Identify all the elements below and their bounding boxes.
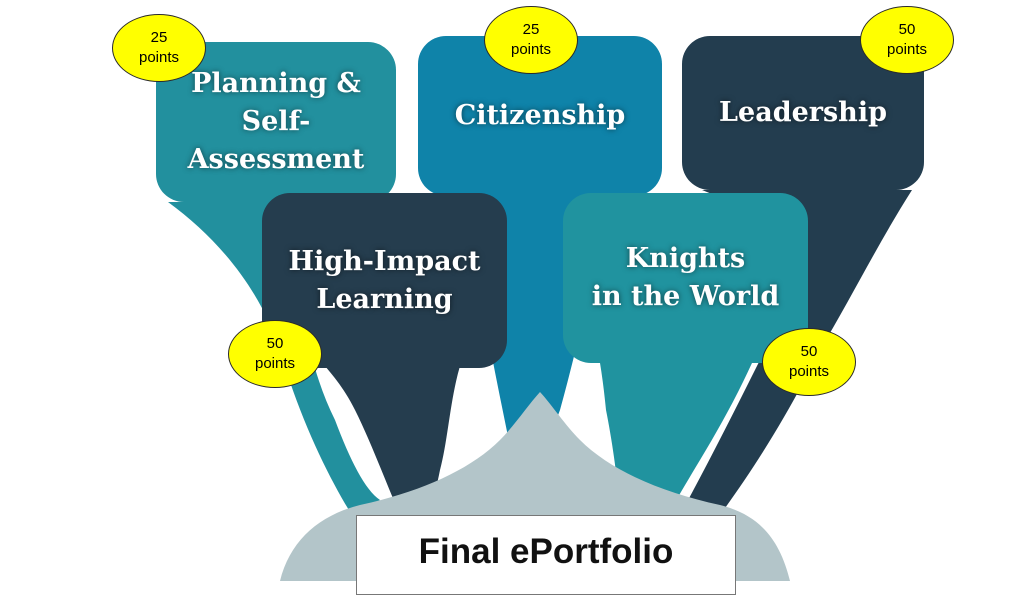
- final-eportfolio-label: Final ePortfolio: [356, 515, 736, 595]
- points-value: 25: [522, 21, 540, 38]
- points-value: 50: [898, 21, 916, 38]
- points-unit: points: [510, 41, 552, 58]
- planning-points-badge: 25 points: [112, 14, 206, 82]
- points-unit: points: [254, 355, 296, 372]
- stream-planning: [168, 202, 392, 515]
- stream-highimpact: [325, 366, 460, 515]
- leadership-points-badge: 50 points: [860, 6, 954, 74]
- citizenship-box: Citizenship: [418, 36, 662, 196]
- points-unit: points: [788, 363, 830, 380]
- points-value: 50: [800, 343, 818, 360]
- points-value: 50: [266, 335, 284, 352]
- high-impact-points-badge: 50 points: [228, 320, 322, 388]
- citizenship-points-badge: 25 points: [484, 6, 578, 74]
- knights-in-the-world-box: Knights in the World: [563, 193, 808, 363]
- points-unit: points: [886, 41, 928, 58]
- high-impact-learning-box: High-Impact Learning: [262, 193, 507, 368]
- points-value: 25: [150, 29, 168, 46]
- stream-knights: [600, 363, 752, 515]
- portfolio-funnel-diagram: Planning & Self-Assessment Citizenship L…: [112, 6, 954, 595]
- knights-points-badge: 50 points: [762, 328, 856, 396]
- points-unit: points: [138, 49, 180, 66]
